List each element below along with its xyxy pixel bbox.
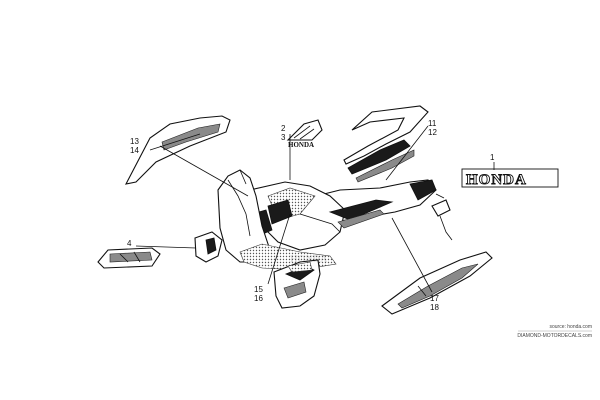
part-15-16-side-decal bbox=[273, 259, 321, 309]
callout-17: 17 bbox=[430, 294, 439, 303]
honda-body-wordmark: HONDA bbox=[290, 254, 328, 265]
callout-labels: 13 14 2 3 11 12 1 4 15 16 17 18 bbox=[127, 119, 495, 312]
callout-3: 3 bbox=[281, 133, 286, 142]
site-text: DIAMOND-MOTORDECALS.com bbox=[517, 333, 592, 339]
part-4-lower-decal bbox=[97, 247, 161, 269]
part-17-18-rear-stripe bbox=[381, 251, 493, 315]
callout-16: 16 bbox=[254, 294, 263, 303]
leader-lines bbox=[135, 125, 495, 293]
callout-13: 13 bbox=[130, 137, 139, 146]
callout-14: 14 bbox=[130, 146, 139, 155]
leader-15-16 bbox=[267, 213, 291, 285]
honda-large-wordmark: HONDA bbox=[466, 172, 527, 188]
callout-2: 2 bbox=[281, 124, 286, 133]
leader-11-12 bbox=[385, 125, 429, 181]
callout-15: 15 bbox=[254, 285, 263, 294]
motorcycle-body bbox=[194, 169, 453, 271]
leader-17-18 bbox=[391, 217, 433, 293]
callout-1: 1 bbox=[490, 153, 495, 162]
callout-11: 11 bbox=[428, 119, 437, 128]
leader-13-14 bbox=[159, 145, 249, 197]
callout-4: 4 bbox=[127, 239, 132, 248]
leader-4 bbox=[135, 245, 197, 249]
callout-12: 12 bbox=[428, 128, 437, 137]
part-11-12-tank-stripe bbox=[343, 105, 429, 183]
callout-18: 18 bbox=[430, 303, 439, 312]
part-1-honda-wordmark: HONDA bbox=[461, 168, 559, 188]
part-13-14-decal bbox=[124, 115, 231, 185]
source-text: source: honda.com bbox=[549, 324, 592, 330]
honda-wing-wordmark: HONDA bbox=[288, 141, 314, 149]
part-2-3-wing-emblem: HONDA bbox=[286, 119, 323, 149]
source-credit: source: honda.com DIAMOND-MOTORDECALS.co… bbox=[517, 324, 592, 339]
